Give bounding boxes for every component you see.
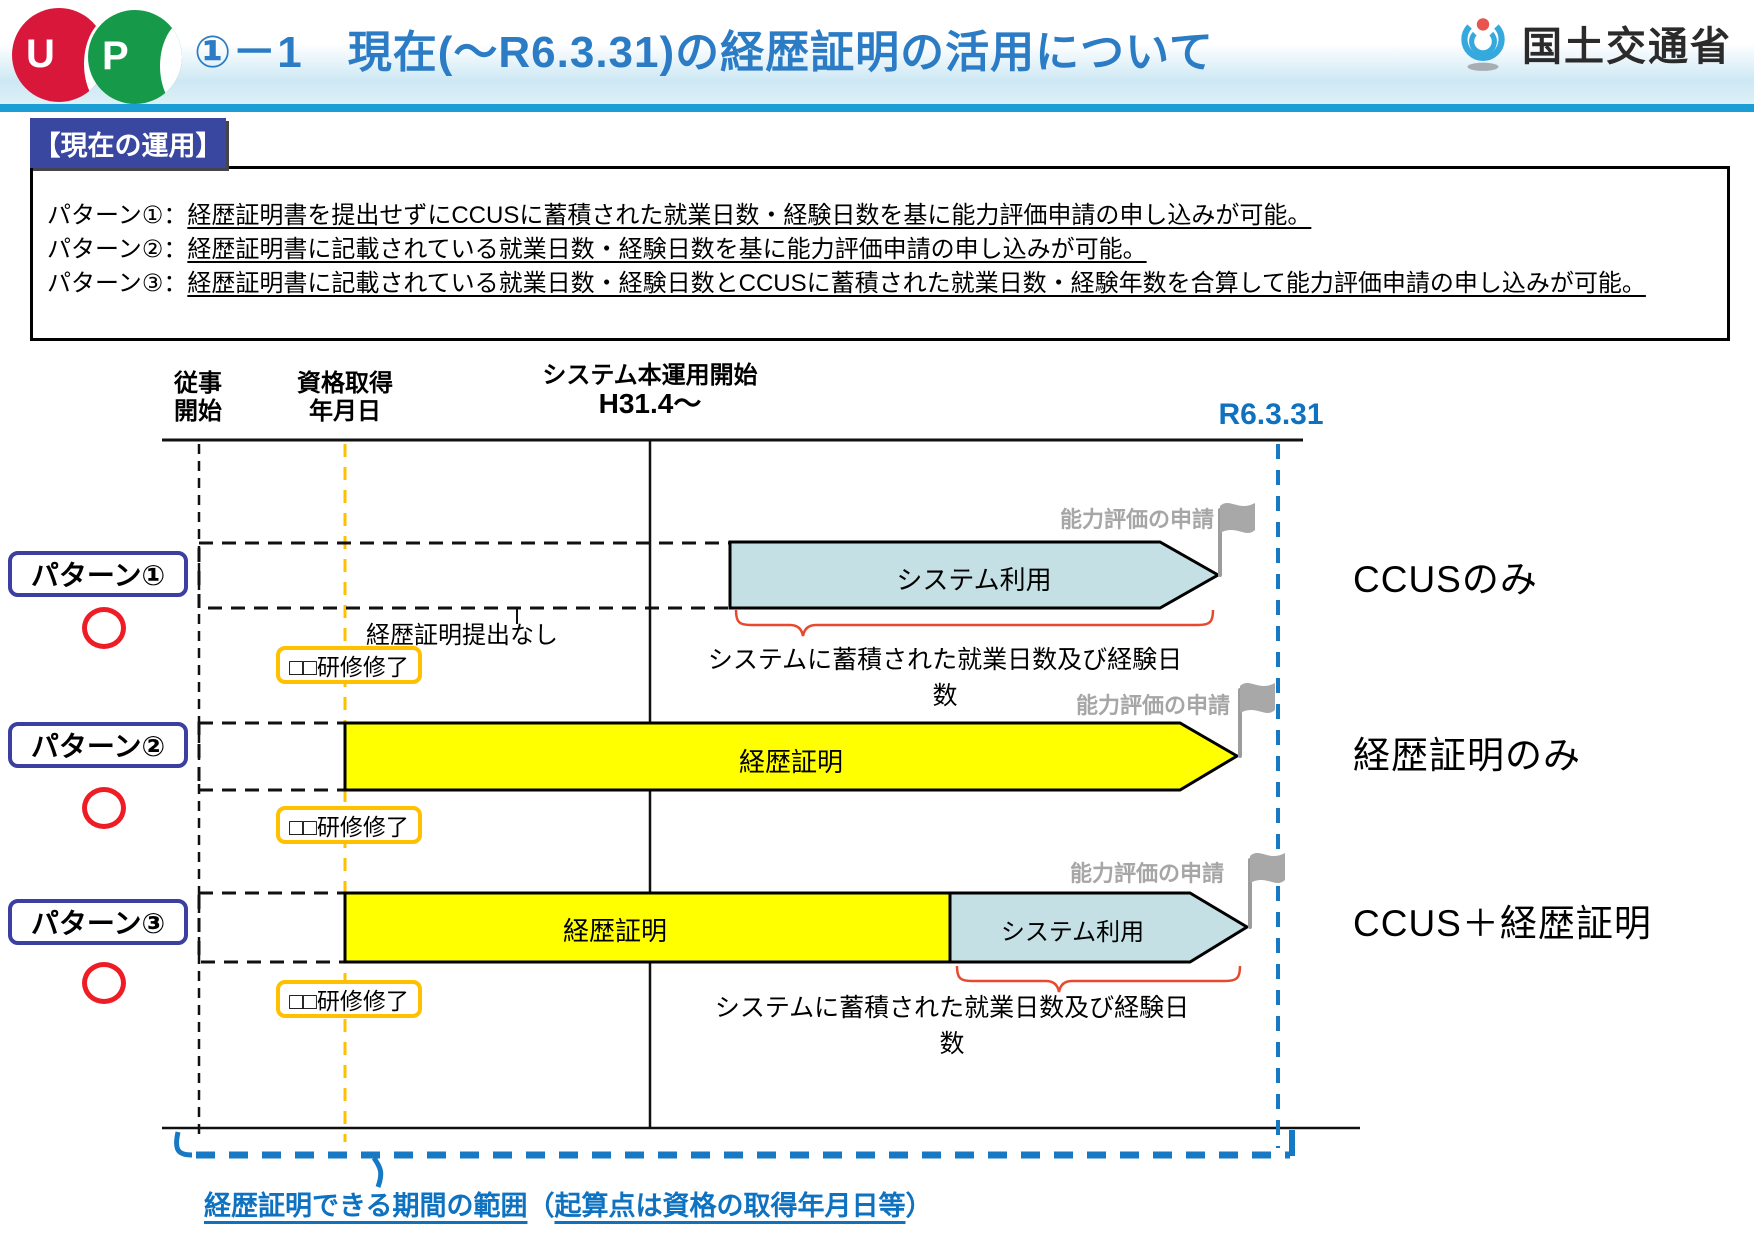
ccus-logo-u-letter: U [26, 32, 55, 76]
certifiable-period-note: 経歴証明できる期間の範囲（起算点は資格の取得年月日等） [204, 1184, 932, 1223]
row3-flag-icon [1250, 853, 1285, 883]
row2-career-bar-label: 経歴証明 [738, 747, 843, 777]
row1-brace [734, 609, 1215, 637]
pattern1-prefix: パターン①： [47, 202, 188, 229]
axis-label-start-line2: 開始 [174, 398, 222, 425]
ccus-logo-p-letter: P [102, 34, 129, 78]
axis-label-start: 従事 開始 [158, 370, 238, 426]
pattern2-ok-circle-icon [82, 787, 126, 829]
row3-dashed-period [197, 891, 347, 964]
row3-system-bar-label: システム利用 [1000, 919, 1145, 946]
current-operation-label: 【現在の運用】 [30, 118, 226, 168]
axis-label-system-start: システム本運用開始 H31.4～ [530, 362, 770, 418]
row2-flag-label: 能力評価の申請 [1075, 693, 1230, 718]
row1-no-submit-note: 経歴証明提出なし [366, 622, 558, 649]
row3-training-box: □□研修修了 [276, 980, 422, 1018]
pattern3-body: 経歴証明書に記載されている就業日数・経験日数とCCUSに蓄積された就業日数・経験… [187, 270, 1646, 297]
row1-brace-note: システムに蓄積された就業日数及び経験日数 [707, 646, 1183, 710]
row3-brace-note: システムに蓄積された就業日数及び経験日数 [714, 994, 1190, 1058]
axis-label-r6331: R6.3.31 [1218, 398, 1324, 431]
ccus-logo-p-icon: P [88, 10, 182, 104]
row3-career-bar-label: 経歴証明 [562, 916, 667, 946]
row1-dashed-period [197, 541, 732, 610]
axis-label-qual-line2: 年月日 [309, 398, 381, 425]
pattern2-prefix: パターン②： [47, 236, 188, 263]
pattern3-prefix: パターン③： [47, 270, 188, 297]
pattern1-tag: パターン① [8, 551, 188, 597]
range-note-pointer [371, 1156, 384, 1188]
pattern3-description: パターン③：経歴証明書に記載されている就業日数・経験日数とCCUSに蓄積された就… [47, 267, 1727, 301]
certifiable-period-paren-close: ） [905, 1191, 933, 1221]
pattern3-ok-circle-icon [82, 962, 126, 1004]
pattern2-body: 経歴証明書に記載されている就業日数・経験日数を基に能力評価申請の申し込みが可能。 [187, 236, 1147, 263]
ministry-name: 国土交通省 [1522, 25, 1732, 69]
row3-flag-label: 能力評価の申請 [1069, 861, 1224, 886]
row3-right-label: CCUS＋経歴証明 [1353, 903, 1652, 944]
current-operation-box: パターン①：経歴証明書を提出せずにCCUSに蓄積された就業日数・経験日数を基に能… [30, 166, 1730, 341]
row2-flag-icon [1240, 683, 1275, 713]
slide-header: U P ①－1 現在(～R6.3.31)の経歴証明の活用について 国土交通省 [0, 0, 1754, 112]
pattern1-description: パターン①：経歴証明書を提出せずにCCUSに蓄積された就業日数・経験日数を基に能… [47, 199, 1727, 233]
mlit-logo-icon [1461, 18, 1505, 71]
range-left-hook [174, 1131, 193, 1158]
row1-flag-icon [1220, 503, 1255, 533]
axis-label-qual-line1: 資格取得 [297, 370, 393, 397]
pattern2-description: パターン②：経歴証明書に記載されている就業日数・経験日数を基に能力評価申請の申し… [47, 233, 1727, 267]
certifiable-period-range-text: 経歴証明できる期間の範囲 [204, 1191, 528, 1221]
certifiable-period-paren-open: （ [527, 1191, 555, 1221]
row2-training-box: □□研修修了 [276, 806, 422, 844]
row2-dashed-period [197, 721, 347, 792]
row1-training-box: □□研修修了 [276, 646, 422, 684]
pattern2-tag: パターン② [8, 722, 188, 768]
axis-label-start-line1: 従事 [174, 370, 222, 397]
axis-label-system-line2: H31.4～ [598, 388, 702, 419]
certifiable-period-paren-text: 起算点は資格の取得年月日等 [554, 1191, 906, 1221]
axis-label-qualification: 資格取得 年月日 [283, 370, 407, 426]
page-title: ①－1 現在(～R6.3.31)の経歴証明の活用について [194, 28, 1214, 77]
row1-flag-label: 能力評価の申請 [1059, 507, 1214, 532]
pattern3-tag: パターン③ [8, 899, 188, 945]
pattern1-body: 経歴証明書を提出せずにCCUSに蓄積された就業日数・経験日数を基に能力評価申請の… [187, 202, 1312, 229]
row1-right-label: CCUSのみ [1353, 559, 1538, 600]
row1-system-bar-label: システム利用 [896, 565, 1052, 595]
axis-label-system-line1: システム本運用開始 [542, 362, 758, 389]
pattern1-ok-circle-icon [82, 607, 126, 649]
row2-right-label: 経歴証明のみ [1353, 735, 1581, 776]
ministry-logo: 国土交通省 [1452, 12, 1732, 74]
